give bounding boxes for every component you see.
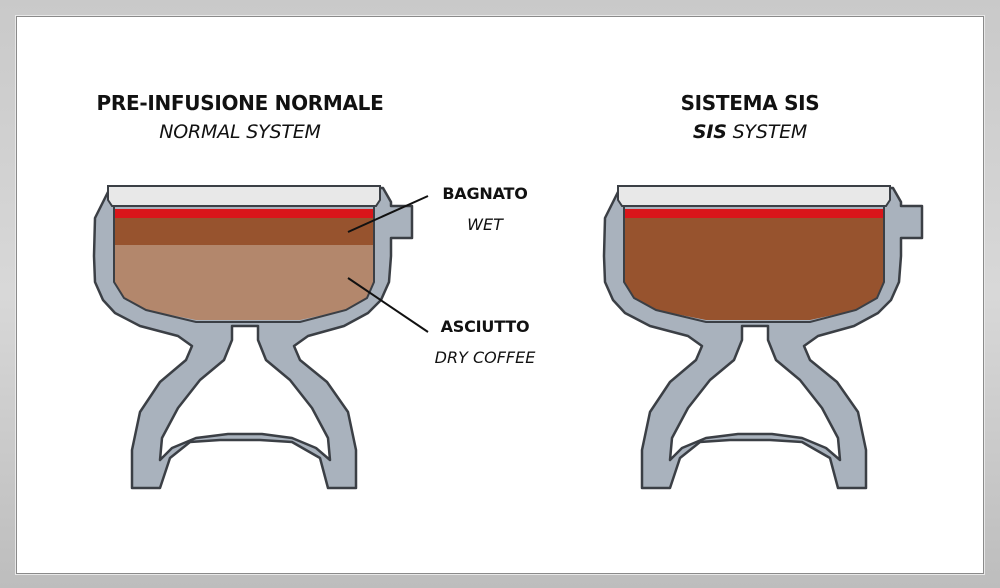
right-title: SISTEMA SIS bbox=[580, 91, 920, 115]
left-portafilter bbox=[92, 185, 429, 490]
right-title-prefix: SISTEMA bbox=[680, 91, 785, 115]
left-shower-screen bbox=[107, 185, 381, 207]
wet-leader-line bbox=[347, 195, 429, 233]
left-water-layer bbox=[114, 209, 374, 218]
dry-label-main: ASCIUTTO bbox=[440, 317, 530, 336]
right-subtitle-bold: SIS bbox=[692, 121, 727, 143]
right-subtitle-suffix: SYSTEM bbox=[726, 121, 808, 143]
left-title-block: PRE-INFUSIONE NORMALE NORMAL SYSTEM bbox=[45, 91, 435, 143]
right-throat-void bbox=[668, 324, 842, 462]
dry-label-sub: DRY COFFEE bbox=[434, 348, 536, 367]
right-title-block: SISTEMA SIS SIS SYSTEM bbox=[580, 91, 920, 143]
right-subtitle: SIS SYSTEM bbox=[580, 121, 920, 143]
dry-leader-line bbox=[347, 277, 429, 333]
right-shower-screen bbox=[617, 185, 891, 207]
wet-label-main: BAGNATO bbox=[442, 184, 528, 203]
right-portafilter bbox=[602, 185, 924, 490]
right-water-layer bbox=[624, 209, 884, 218]
wet-label-sub: WET bbox=[467, 215, 503, 234]
wet-label: BAGNATO WET bbox=[425, 184, 545, 234]
left-throat-void bbox=[158, 324, 332, 462]
left-title: PRE-INFUSIONE NORMALE bbox=[96, 91, 384, 115]
dry-label: ASCIUTTO DRY COFFEE bbox=[418, 317, 552, 367]
left-subtitle: NORMAL SYSTEM bbox=[159, 121, 321, 143]
right-wet-coffee bbox=[624, 218, 884, 320]
left-wet-coffee bbox=[114, 218, 374, 245]
left-basket-outline bbox=[113, 206, 375, 323]
right-basket-outline bbox=[623, 206, 885, 323]
right-title-bold: SIS bbox=[784, 91, 820, 115]
